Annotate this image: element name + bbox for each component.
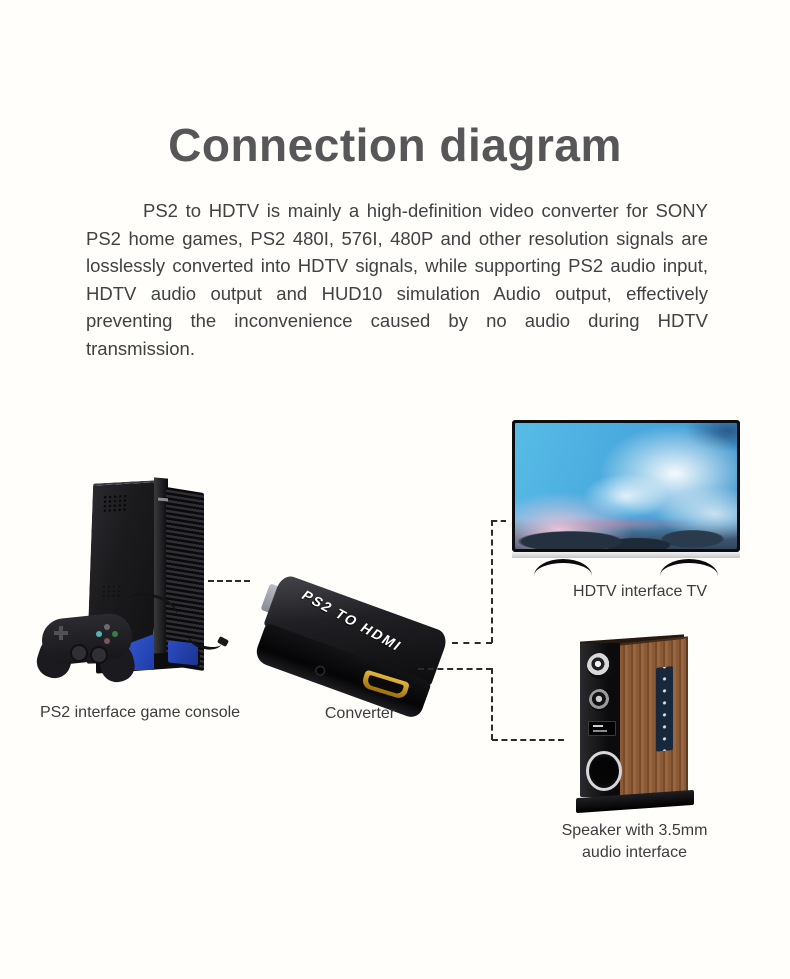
controller-button bbox=[112, 631, 118, 637]
tv-foot-left bbox=[534, 559, 592, 576]
connector-console-to-converter bbox=[208, 580, 250, 582]
tv-foot-right bbox=[660, 559, 718, 576]
controller-stick-left bbox=[70, 644, 88, 662]
speaker-front-baffle bbox=[580, 643, 622, 797]
tv-bezel bbox=[512, 420, 740, 552]
speaker-label-line2: audio interface bbox=[582, 844, 687, 861]
connector-converter-to-speaker-horizontal-2 bbox=[492, 739, 564, 741]
tv-label: HDTV interface TV bbox=[573, 583, 707, 600]
page-title: Connection diagram bbox=[168, 119, 622, 171]
speaker-label-line1: Speaker with 3.5mm bbox=[561, 822, 708, 839]
hdmi-port bbox=[360, 669, 410, 701]
controller-button bbox=[96, 631, 102, 637]
tv-screen-sky-wallpaper bbox=[515, 423, 737, 549]
ps2-vent-grid-lower bbox=[101, 583, 124, 600]
connector-converter-to-speaker-horizontal-1 bbox=[418, 668, 492, 670]
speaker-tweeter bbox=[587, 653, 613, 679]
hdtv-illustration bbox=[512, 420, 742, 572]
connector-converter-to-speaker-vertical bbox=[491, 668, 493, 740]
connector-converter-to-tv-vertical bbox=[491, 520, 493, 643]
controller-stick-right bbox=[90, 646, 108, 664]
controller-dpad bbox=[54, 626, 68, 640]
ps2-console-illustration bbox=[32, 476, 248, 690]
tv-bottom-bar bbox=[512, 552, 740, 558]
console-label: PS2 interface game console bbox=[39, 704, 241, 721]
audio-jack-3-5mm bbox=[313, 664, 327, 678]
connector-converter-to-tv-stub bbox=[492, 520, 506, 522]
connector-converter-to-tv-horizontal bbox=[452, 642, 492, 644]
converter-illustration: PS2 TO HDMI bbox=[252, 556, 456, 721]
controller-button bbox=[104, 638, 110, 644]
speaker-display bbox=[588, 721, 616, 736]
speaker-wood-cabinet bbox=[620, 636, 688, 806]
speaker-control-panel bbox=[656, 666, 673, 752]
converter-label: Converter bbox=[324, 705, 396, 722]
hdmi-port-inner bbox=[366, 674, 405, 695]
speaker-label: Speaker with 3.5mm audio interface bbox=[537, 820, 732, 864]
product-description: PS2 to HDTV is mainly a high-definition … bbox=[86, 200, 708, 359]
ps2-vent-grid bbox=[102, 493, 129, 514]
speaker-mid-driver bbox=[589, 689, 611, 711]
speaker-woofer-port bbox=[586, 751, 622, 791]
controller-button bbox=[104, 624, 110, 630]
speaker-illustration bbox=[574, 634, 714, 816]
